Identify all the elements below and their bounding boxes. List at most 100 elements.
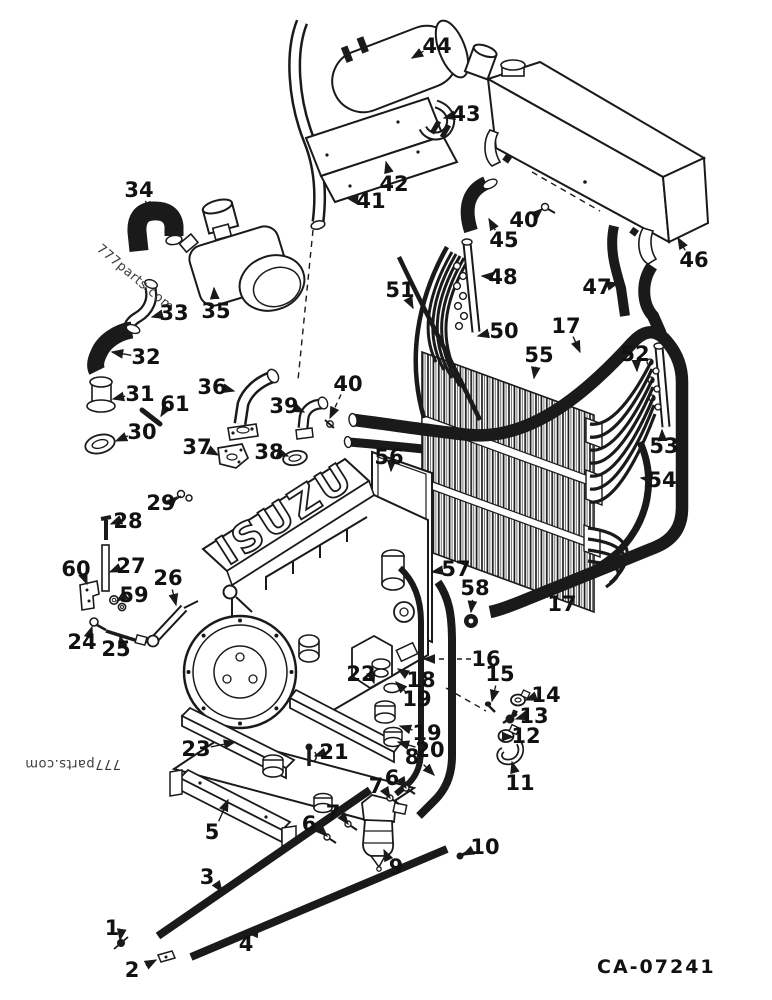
callout-leader-37 [205,445,220,456]
hose-34 [127,201,184,252]
bolt-28 [100,515,112,540]
callout-leader-23 [210,739,237,750]
outlet-fitting [395,641,419,663]
callout-leader-40 [530,208,544,221]
hose-32 [87,321,134,375]
rear-rail [288,688,402,764]
callout-20: 20 [415,738,444,762]
callout-leader-50 [476,328,491,339]
tank-bracket-left [484,129,502,167]
callout-leader-44 [410,48,425,59]
hose-47 [607,224,630,317]
callout-leader-59 [115,590,129,602]
pin-61 [139,407,163,427]
callout-leader-26 [168,589,179,607]
callout-leader-60 [78,571,88,586]
crank-pulley [298,634,320,663]
callout-19: 19 [402,687,431,711]
callout-60: 60 [61,557,90,581]
watermark-left: 777parts.com [25,756,121,771]
overflow-tube-48 [452,176,556,333]
callout-10: 10 [470,835,499,859]
gasket-37 [217,443,250,469]
callout-leader-18 [396,668,411,680]
callout-leader-20 [396,740,416,750]
bracket-60 [79,580,100,611]
dipstick [222,584,253,613]
base-frame [169,688,417,847]
core-end-plate-2 [585,468,603,507]
callout-leader-42 [384,160,394,175]
callout-leader-46 [677,236,688,251]
callout-41: 41 [356,189,385,213]
muffler-outlet-and-clamp [418,99,455,141]
callout-leader-21 [313,747,328,757]
callout-leader-33 [150,309,165,319]
callout-leader-40 [329,394,342,420]
main-hose-17 [348,326,689,619]
callout-leader-29 [165,496,179,509]
callout-4: 4 [239,932,254,956]
callout-leader-17 [544,584,556,598]
fuel-filter [361,794,408,872]
callout-leader-2 [143,959,158,970]
callout-leader-24 [83,625,94,640]
callout-36: 36 [197,375,226,399]
callout-11: 11 [505,771,534,795]
callout-18: 18 [406,668,435,692]
callout-38: 38 [254,440,283,464]
callout-leader-3 [211,879,223,894]
callout-leader-7 [379,785,391,800]
nuts-59 [109,594,127,612]
callout-28: 28 [113,509,142,533]
bolt-6a [323,833,337,844]
callout-leader-39 [291,402,306,413]
callout-6: 6 [385,766,400,790]
fitting-40a [540,202,556,214]
pin-24 [89,617,107,632]
callout-leader-35 [209,286,220,300]
hook-pipe-11 [496,741,525,766]
callout-39: 39 [269,394,298,418]
callout-16: 16 [471,647,500,671]
callout-leader-15 [489,685,500,703]
bolt-15 [484,701,496,713]
callout-45: 45 [489,228,518,252]
hose-pair-8 [394,565,456,819]
callout-leader-41 [345,194,359,205]
callout-52: 52 [620,342,649,366]
callout-26: 26 [153,566,182,590]
muffler-inlet [463,43,498,81]
callout-21: 21 [319,740,348,764]
callout-leader-4 [248,924,259,939]
callout-leader-19 [395,681,408,694]
callout-29: 29 [146,491,175,515]
callout-leader-54 [639,474,653,485]
callout-leader-19 [398,724,413,735]
callout-61: 61 [160,392,189,416]
callout-50: 50 [489,319,518,343]
callout-58: 58 [460,576,489,600]
callout-leader-43 [442,110,457,120]
hoses-51 [396,245,483,421]
callout-2: 2 [125,958,140,982]
starter [393,601,415,623]
mid-pipe-group [217,368,335,469]
callout-1: 1 [105,916,120,940]
callout-leader-13 [514,710,529,721]
callout-19: 19 [412,721,441,745]
callout-22: 22 [346,662,375,686]
callout-25: 25 [101,637,130,661]
callout-leader-45 [488,217,499,232]
callout-leader-10 [461,845,476,856]
callout-leader-14 [524,691,539,701]
callout-leader-22 [366,670,376,685]
drawing-number: CA-07241 [597,956,716,978]
rod-3 [155,786,373,940]
callout-14: 14 [531,683,560,707]
engine-mount-22 [351,634,401,694]
callout-leader-58 [467,599,478,614]
